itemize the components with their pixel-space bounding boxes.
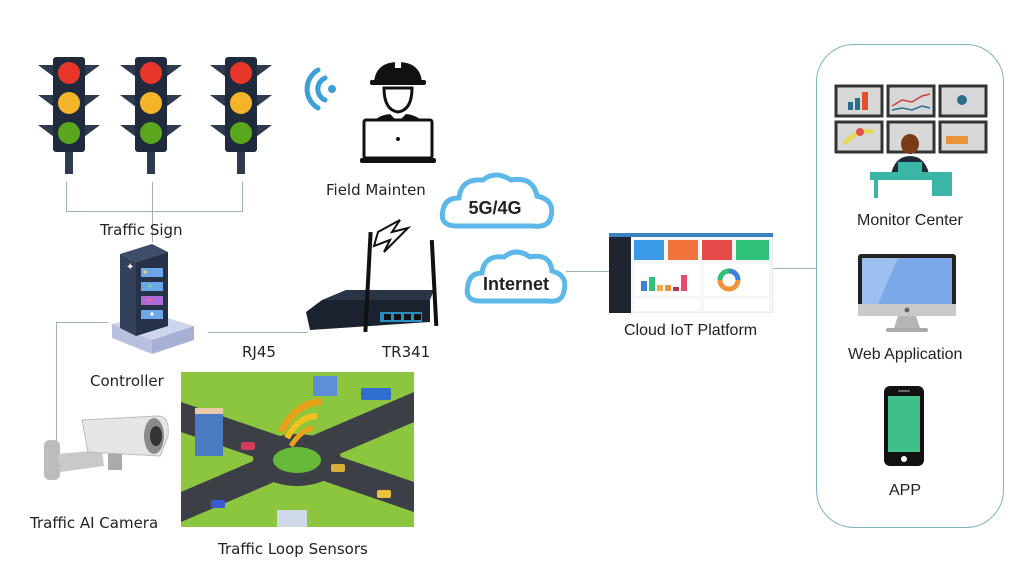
mobile-app-phone-icon xyxy=(884,386,924,466)
svg-text:✦: ✦ xyxy=(126,262,134,273)
monitor-center-icon xyxy=(834,84,988,198)
cellular-5g-4g-cloud: 5G/4G xyxy=(439,172,555,229)
connector-line xyxy=(152,182,153,242)
clients-panel xyxy=(816,44,1004,528)
wifi-signal-icon xyxy=(304,67,336,111)
internet-cloud-label: Internet xyxy=(483,274,549,294)
connector-line xyxy=(773,268,817,269)
connector-line xyxy=(56,322,57,444)
connector-line xyxy=(208,332,308,333)
cellular-cloud-label: 5G/4G xyxy=(468,198,521,218)
web-application-label: Web Application xyxy=(848,346,963,363)
connector-line xyxy=(566,271,610,272)
traffic-sign-label: Traffic Sign xyxy=(100,221,183,239)
connector-line xyxy=(242,182,243,212)
traffic-loop-sensors-intersection-image xyxy=(181,372,414,527)
traffic-light-2 xyxy=(120,55,182,179)
field-engineer-icon xyxy=(360,60,436,163)
field-maintenance-label: Field Mainten xyxy=(326,181,426,199)
monitor-center-label: Monitor Center xyxy=(857,212,963,229)
connector-line xyxy=(66,182,67,212)
internet-cloud: Internet xyxy=(464,249,568,304)
cloud-iot-platform-dashboard xyxy=(609,233,773,313)
rj45-label: RJ45 xyxy=(242,343,276,361)
camera-label: Traffic AI Camera xyxy=(30,514,159,532)
controller-server-icon: ✦ xyxy=(112,244,194,354)
traffic-light-1 xyxy=(38,55,100,179)
connector-line xyxy=(66,211,243,212)
router-label: TR341 xyxy=(382,343,431,361)
cloud-platform-label: Cloud IoT Platform xyxy=(624,322,758,339)
loop-sensors-label: Traffic Loop Sensors xyxy=(218,540,368,558)
traffic-light-3 xyxy=(210,55,272,179)
traffic-ai-camera-icon xyxy=(44,415,169,480)
app-label: APP xyxy=(889,482,922,499)
web-application-desktop-icon xyxy=(858,254,956,332)
tr341-router-icon xyxy=(306,219,439,333)
controller-label: Controller xyxy=(90,372,164,390)
connector-line xyxy=(56,322,108,323)
